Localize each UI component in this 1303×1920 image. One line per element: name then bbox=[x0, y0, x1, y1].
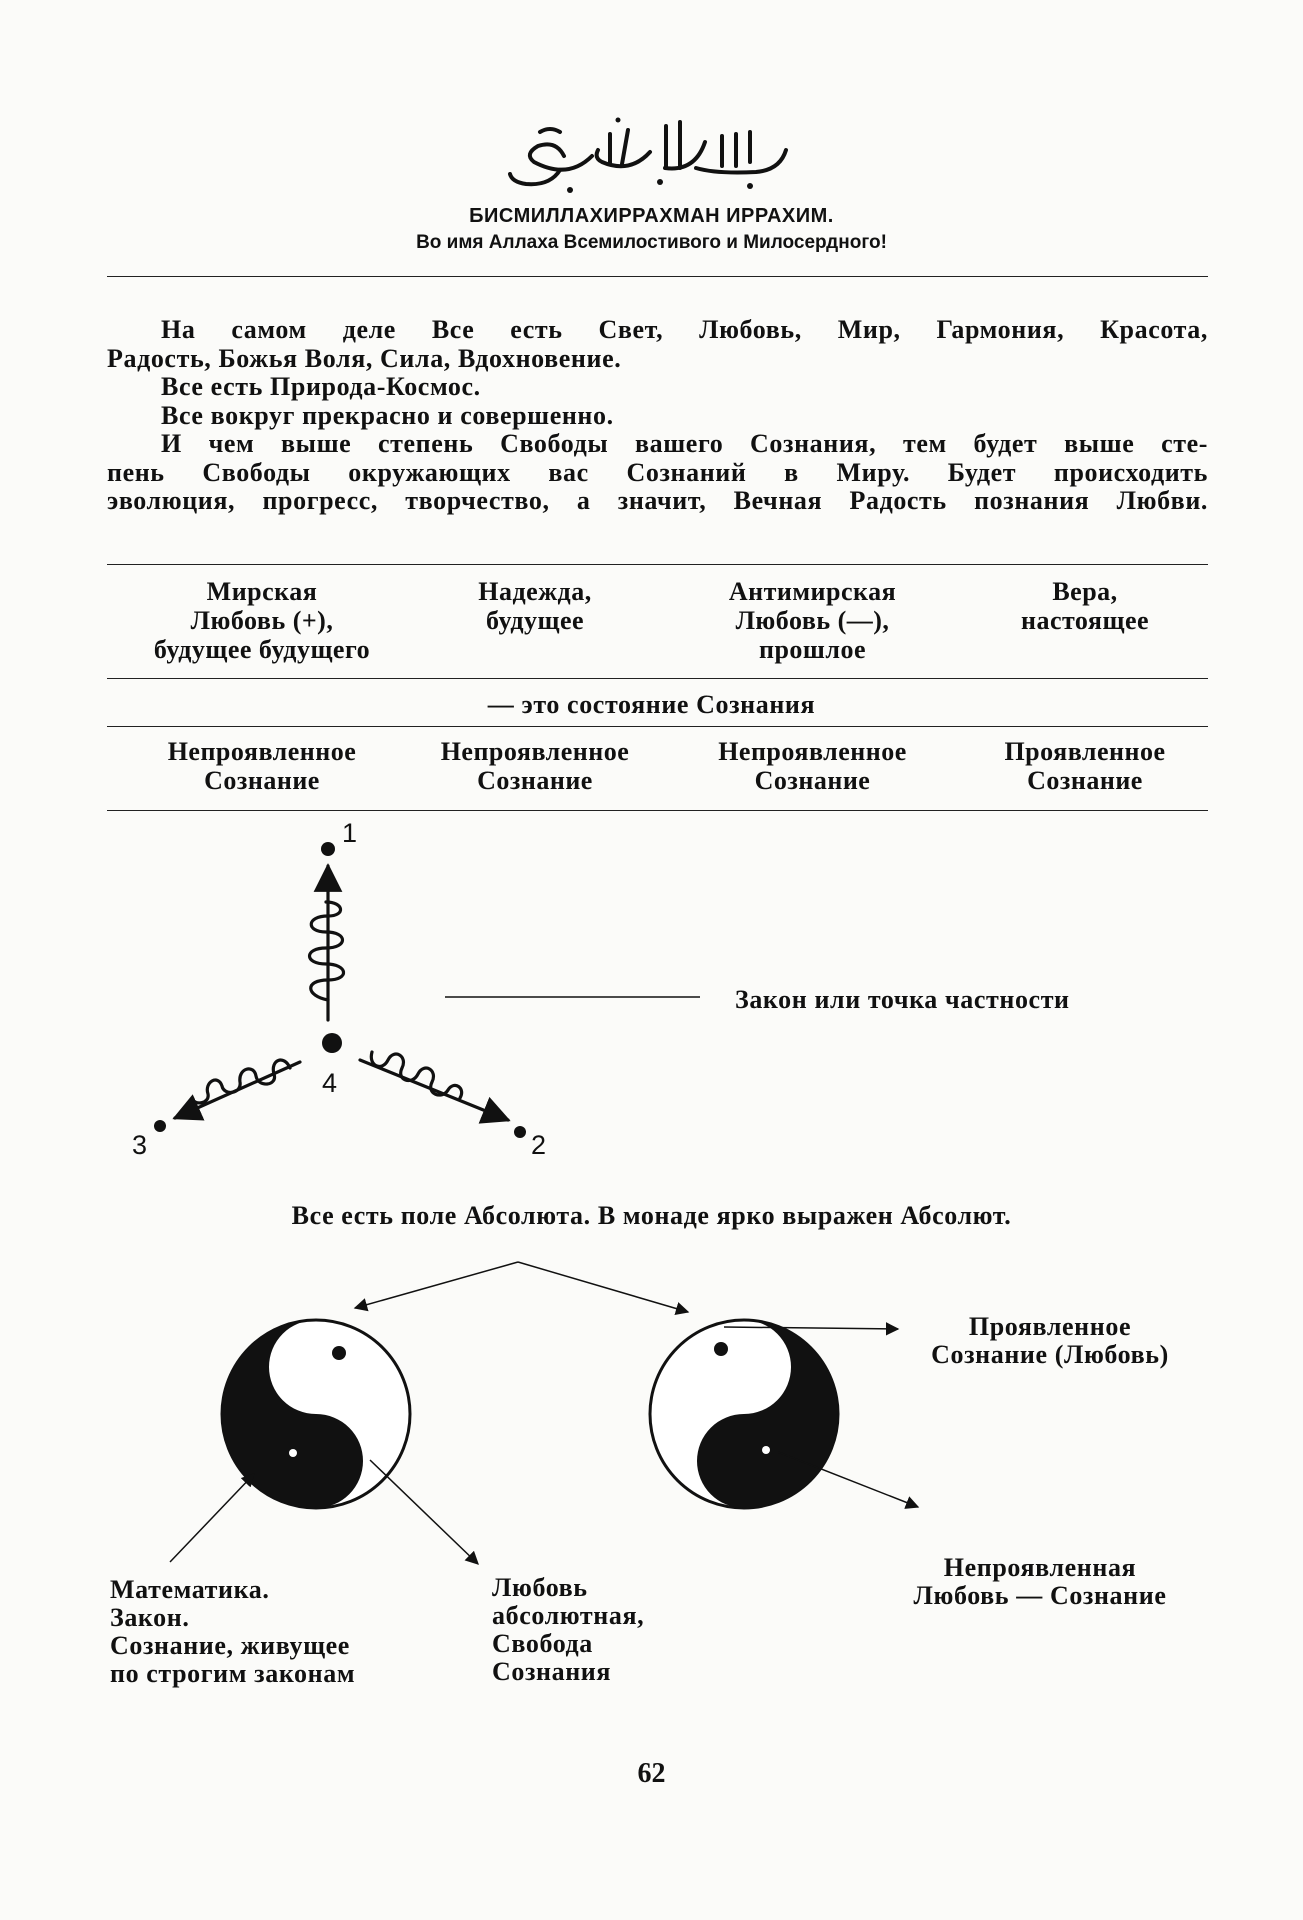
label-line: по строгим законам bbox=[110, 1659, 356, 1688]
table-cell-unmanifest: Непроявленное Сознание bbox=[112, 737, 412, 795]
monad-diagram bbox=[169, 1261, 920, 1565]
label-line: Любовь — Сознание bbox=[913, 1581, 1167, 1610]
cell-line: будущее будущего bbox=[153, 635, 371, 664]
table-rule bbox=[107, 678, 1208, 679]
cell-line: Непроявленное bbox=[718, 737, 907, 766]
cell-line: Проявленное bbox=[1004, 737, 1166, 766]
table-rule bbox=[107, 726, 1208, 727]
point-2-label: 2 bbox=[531, 1130, 547, 1160]
point-4-label: 4 bbox=[322, 1068, 338, 1098]
label-line: Математика. bbox=[110, 1575, 270, 1604]
cell-line: Сознание bbox=[754, 766, 871, 795]
intro-line: Все вокруг прекрасно и совершенно. bbox=[161, 400, 614, 430]
header-divider bbox=[107, 276, 1208, 277]
label-line: Непроявленная bbox=[943, 1553, 1137, 1582]
cell-line: Сознание bbox=[204, 766, 320, 795]
point-3-dot bbox=[154, 1120, 166, 1132]
absolute-field-caption: Все есть поле Абсолюта. В монаде ярко вы… bbox=[291, 1201, 1012, 1230]
intro-line: И чем выше степень Свободы вашего Сознан… bbox=[161, 429, 1208, 458]
spiral-to-point-1-icon bbox=[307, 863, 346, 1022]
table-cell-manifest: Проявленное Сознание bbox=[950, 737, 1220, 795]
absolute-love-label: Любовь абсолютная, Свобода Сознания bbox=[492, 1574, 722, 1686]
triad-spiral-diagram bbox=[172, 863, 511, 1124]
header-title: БИСМИЛЛАХИРРАХМАН ИРРАХИМ. bbox=[469, 205, 834, 227]
label-line: Сознание (Любовь) bbox=[931, 1340, 1169, 1369]
label-line: Любовь bbox=[492, 1573, 588, 1602]
cell-line: будущее bbox=[485, 606, 585, 635]
point-1-dot bbox=[321, 842, 335, 856]
cell-line: Непроявленное bbox=[167, 737, 357, 766]
cell-line: Вера, bbox=[1052, 577, 1118, 606]
intro-line: Все есть Природа-Космос. bbox=[161, 372, 481, 401]
manifest-consciousness-label: Проявленное Сознание (Любовь) bbox=[880, 1313, 1220, 1369]
table-cell-unmanifest: Непроявленное Сознание bbox=[410, 737, 660, 795]
label-line: Сознания bbox=[492, 1657, 612, 1686]
unmanifest-love-label: Непроявленная Любовь — Сознание bbox=[870, 1554, 1210, 1610]
table-bottom-rule bbox=[107, 810, 1208, 811]
table-state-row: — это состояние Сознания bbox=[487, 690, 816, 719]
spiral-to-point-3-icon bbox=[172, 1058, 302, 1121]
table-header-hope: Надежда, будущее bbox=[410, 577, 660, 635]
cell-line: Сознание bbox=[477, 766, 593, 795]
cell-line: Сознание bbox=[1027, 766, 1143, 795]
point-3-label: 3 bbox=[132, 1130, 148, 1160]
cell-line: Непроявленное bbox=[440, 737, 630, 766]
point-4-dot bbox=[322, 1033, 342, 1053]
label-line: абсолютная, bbox=[492, 1601, 645, 1630]
table-header-worldly-love: Мирская Любовь (+), будущее будущего bbox=[112, 577, 412, 664]
cell-line: Любовь (+), bbox=[190, 606, 334, 635]
spiral-to-point-2-icon bbox=[358, 1050, 511, 1124]
yin-yang-right-icon bbox=[648, 1318, 840, 1510]
label-line: Сознание, живущее bbox=[110, 1631, 350, 1660]
table-header-faith: Вера, настоящее bbox=[950, 577, 1220, 635]
intro-line: эволюция, прогресс, творчество, а значит… bbox=[107, 486, 1208, 515]
page-number: 62 bbox=[637, 1758, 666, 1789]
table-cell-unmanifest: Непроявленное Сознание bbox=[675, 737, 950, 795]
cell-line: настоящее bbox=[1020, 606, 1150, 635]
intro-line: Радость, Божья Воля, Сила, Вдохновение. bbox=[107, 343, 622, 373]
cell-line: Мирская bbox=[206, 577, 318, 606]
triad-points bbox=[154, 842, 526, 1138]
header-subtitle: Во имя Аллаха Всемилостивого и Милосердн… bbox=[416, 232, 887, 253]
mathematics-label: Математика. Закон. Сознание, живущее по … bbox=[110, 1576, 440, 1688]
intro-paragraph: На самом деле Все есть Свет, Любовь, Мир… bbox=[107, 315, 1208, 516]
yin-yang-left-icon bbox=[220, 1318, 412, 1510]
law-point-label: Закон или точка частности bbox=[735, 985, 1070, 1014]
cell-line: прошлое bbox=[758, 635, 867, 664]
table-header-antiworldly-love: Антимирская Любовь (—), прошлое bbox=[675, 577, 950, 664]
point-2-dot bbox=[514, 1126, 526, 1138]
point-1-label: 1 bbox=[342, 818, 358, 848]
cell-line: Любовь (—), bbox=[735, 606, 890, 635]
cell-line: Антимирская bbox=[728, 577, 897, 606]
intro-line: пень Свободы окружающих вас Сознаний в М… bbox=[107, 457, 1208, 487]
label-line: Свобода bbox=[492, 1629, 593, 1658]
table-top-rule bbox=[107, 564, 1208, 565]
intro-line: На самом деле Все есть Свет, Любовь, Мир… bbox=[161, 315, 1208, 344]
label-line: Проявленное bbox=[968, 1312, 1132, 1341]
cell-line: Надежда, bbox=[478, 577, 592, 606]
label-line: Закон. bbox=[110, 1603, 190, 1632]
bismillah-calligraphy-icon bbox=[508, 117, 788, 193]
